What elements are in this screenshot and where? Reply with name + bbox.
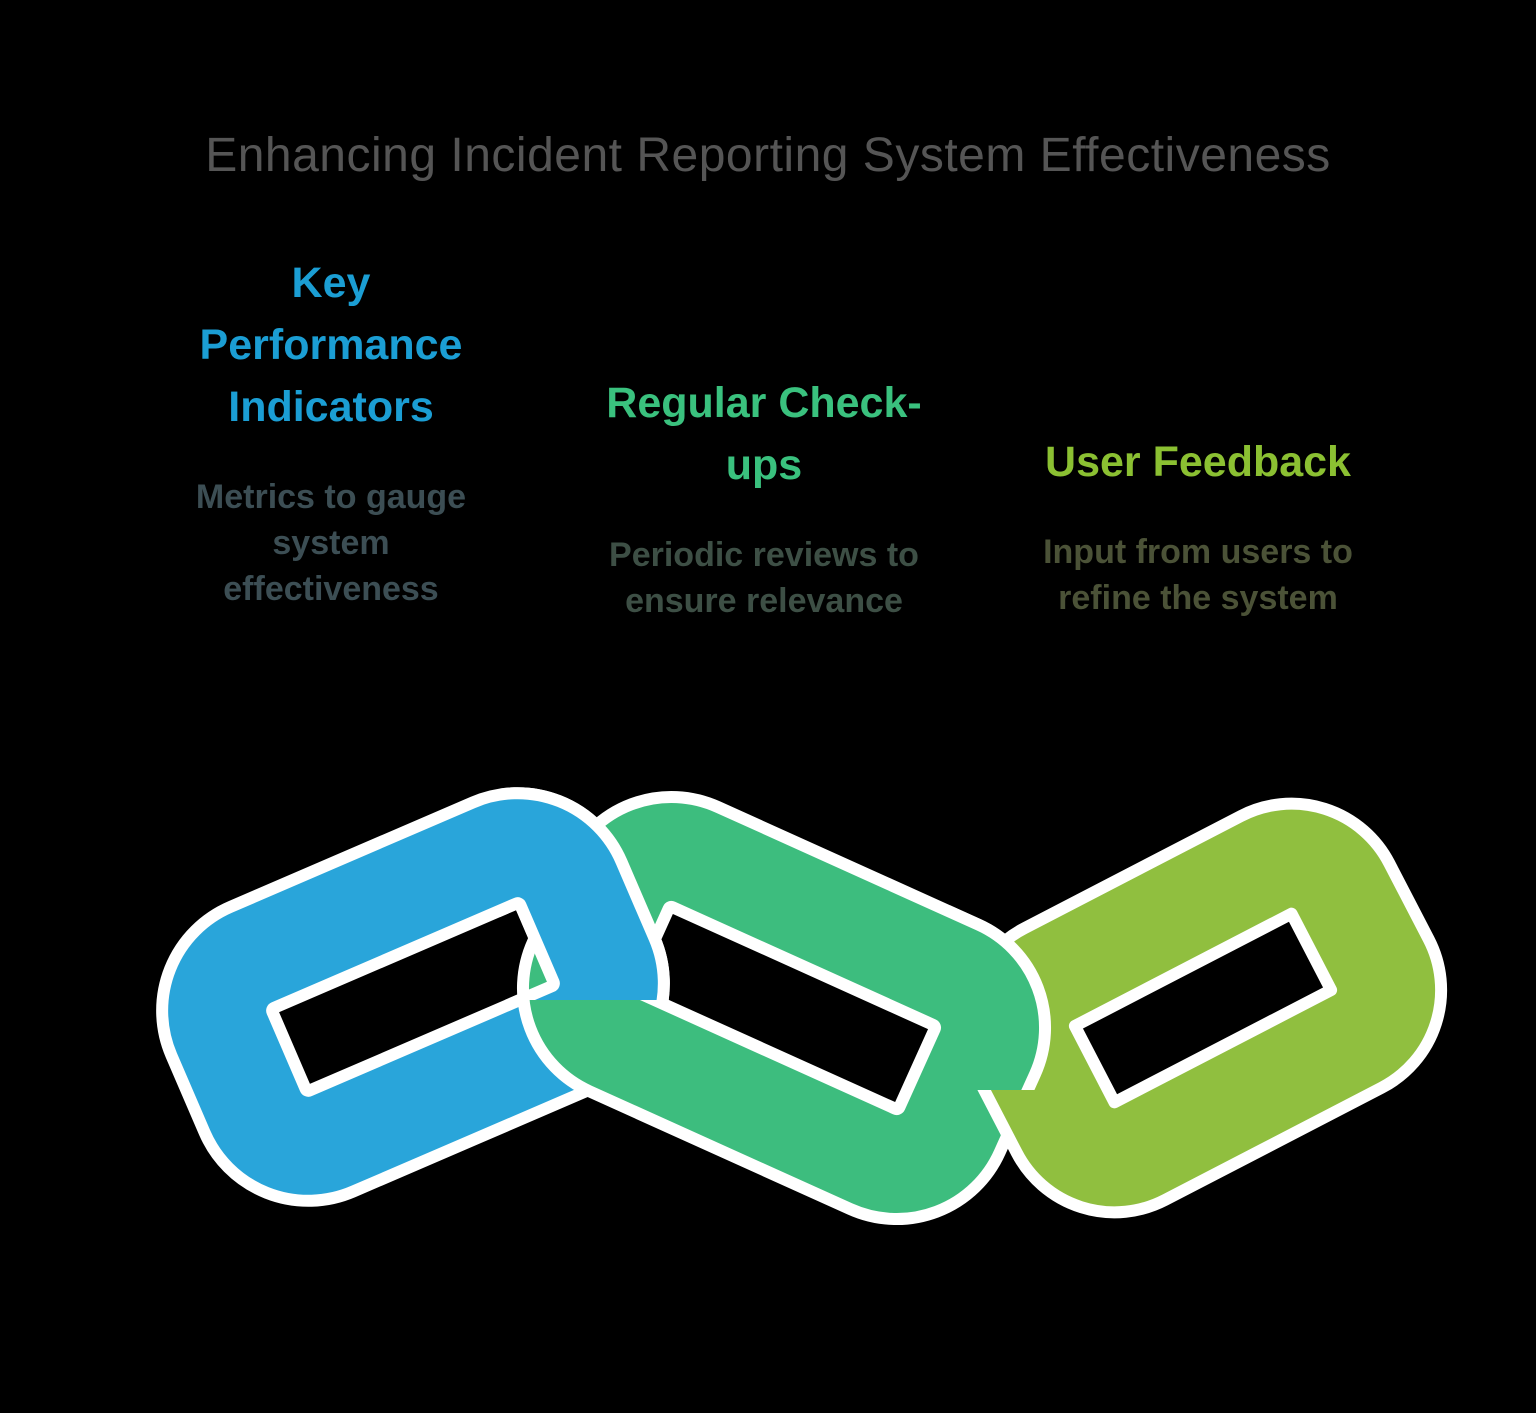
feedback-heading: User Feedback	[1045, 438, 1351, 486]
checkups-description: Periodic reviews to ensure relevance	[609, 536, 919, 620]
kpi-heading: Key Performance Indicators	[199, 259, 463, 431]
feedback-chain-link	[958, 797, 1448, 1219]
kpi-description: Metrics to gauge system effectiveness	[195, 478, 467, 608]
column-kpi: Key Performance Indicators Metrics to ga…	[96, 252, 566, 612]
column-feedback: User Feedback Input from users to refine…	[963, 431, 1433, 621]
checkups-heading: Regular Check- ups	[606, 379, 922, 489]
column-checkups: Regular Check- ups Periodic reviews to e…	[529, 372, 999, 624]
kpi-link-weave-patch	[500, 787, 670, 1000]
feedback-description: Input from users to refine the system	[1043, 533, 1353, 617]
page-title: Enhancing Incident Reporting System Effe…	[205, 129, 1331, 182]
